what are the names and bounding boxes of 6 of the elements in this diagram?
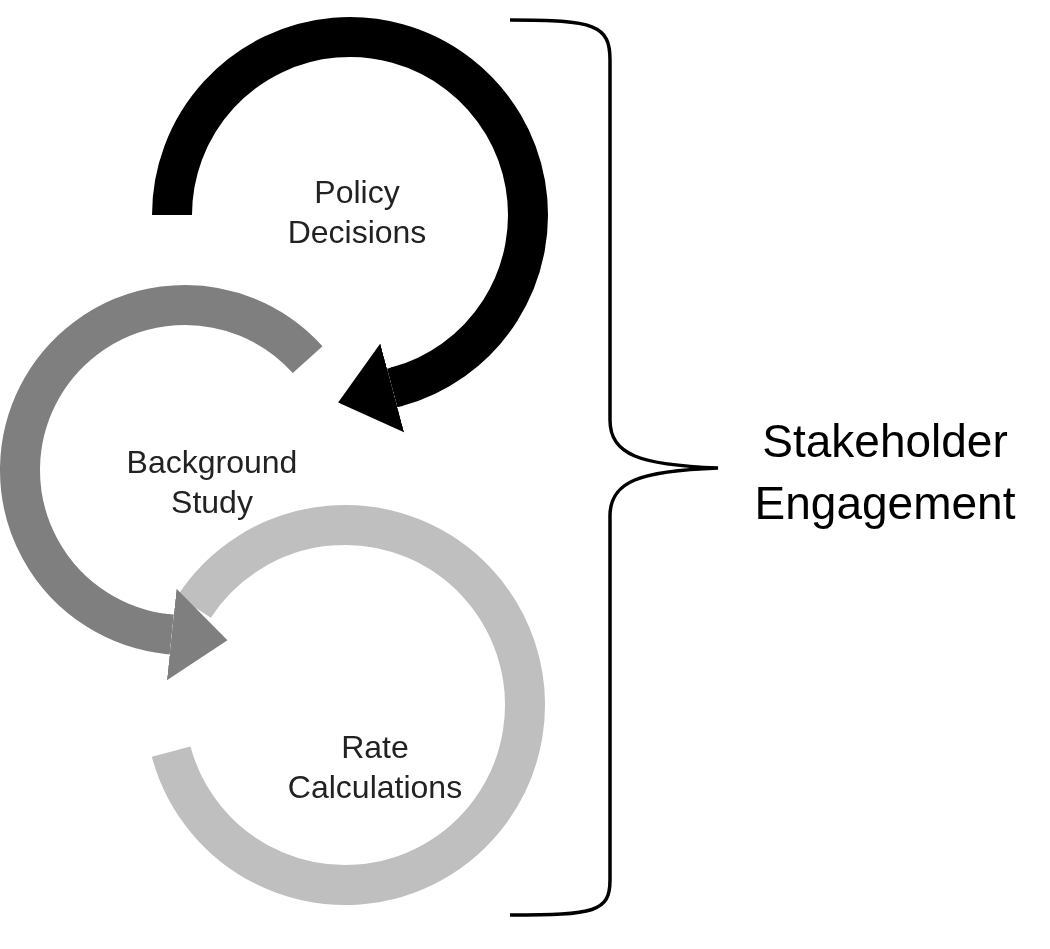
node-label: Background Study xyxy=(125,443,299,522)
node-label: Policy Decisions xyxy=(286,173,428,252)
stakeholder-label: Stakeholder Engagement xyxy=(753,414,1017,531)
node-label: Rate Calculations xyxy=(286,728,464,807)
arrow xyxy=(338,343,405,433)
arrow xyxy=(163,588,228,681)
